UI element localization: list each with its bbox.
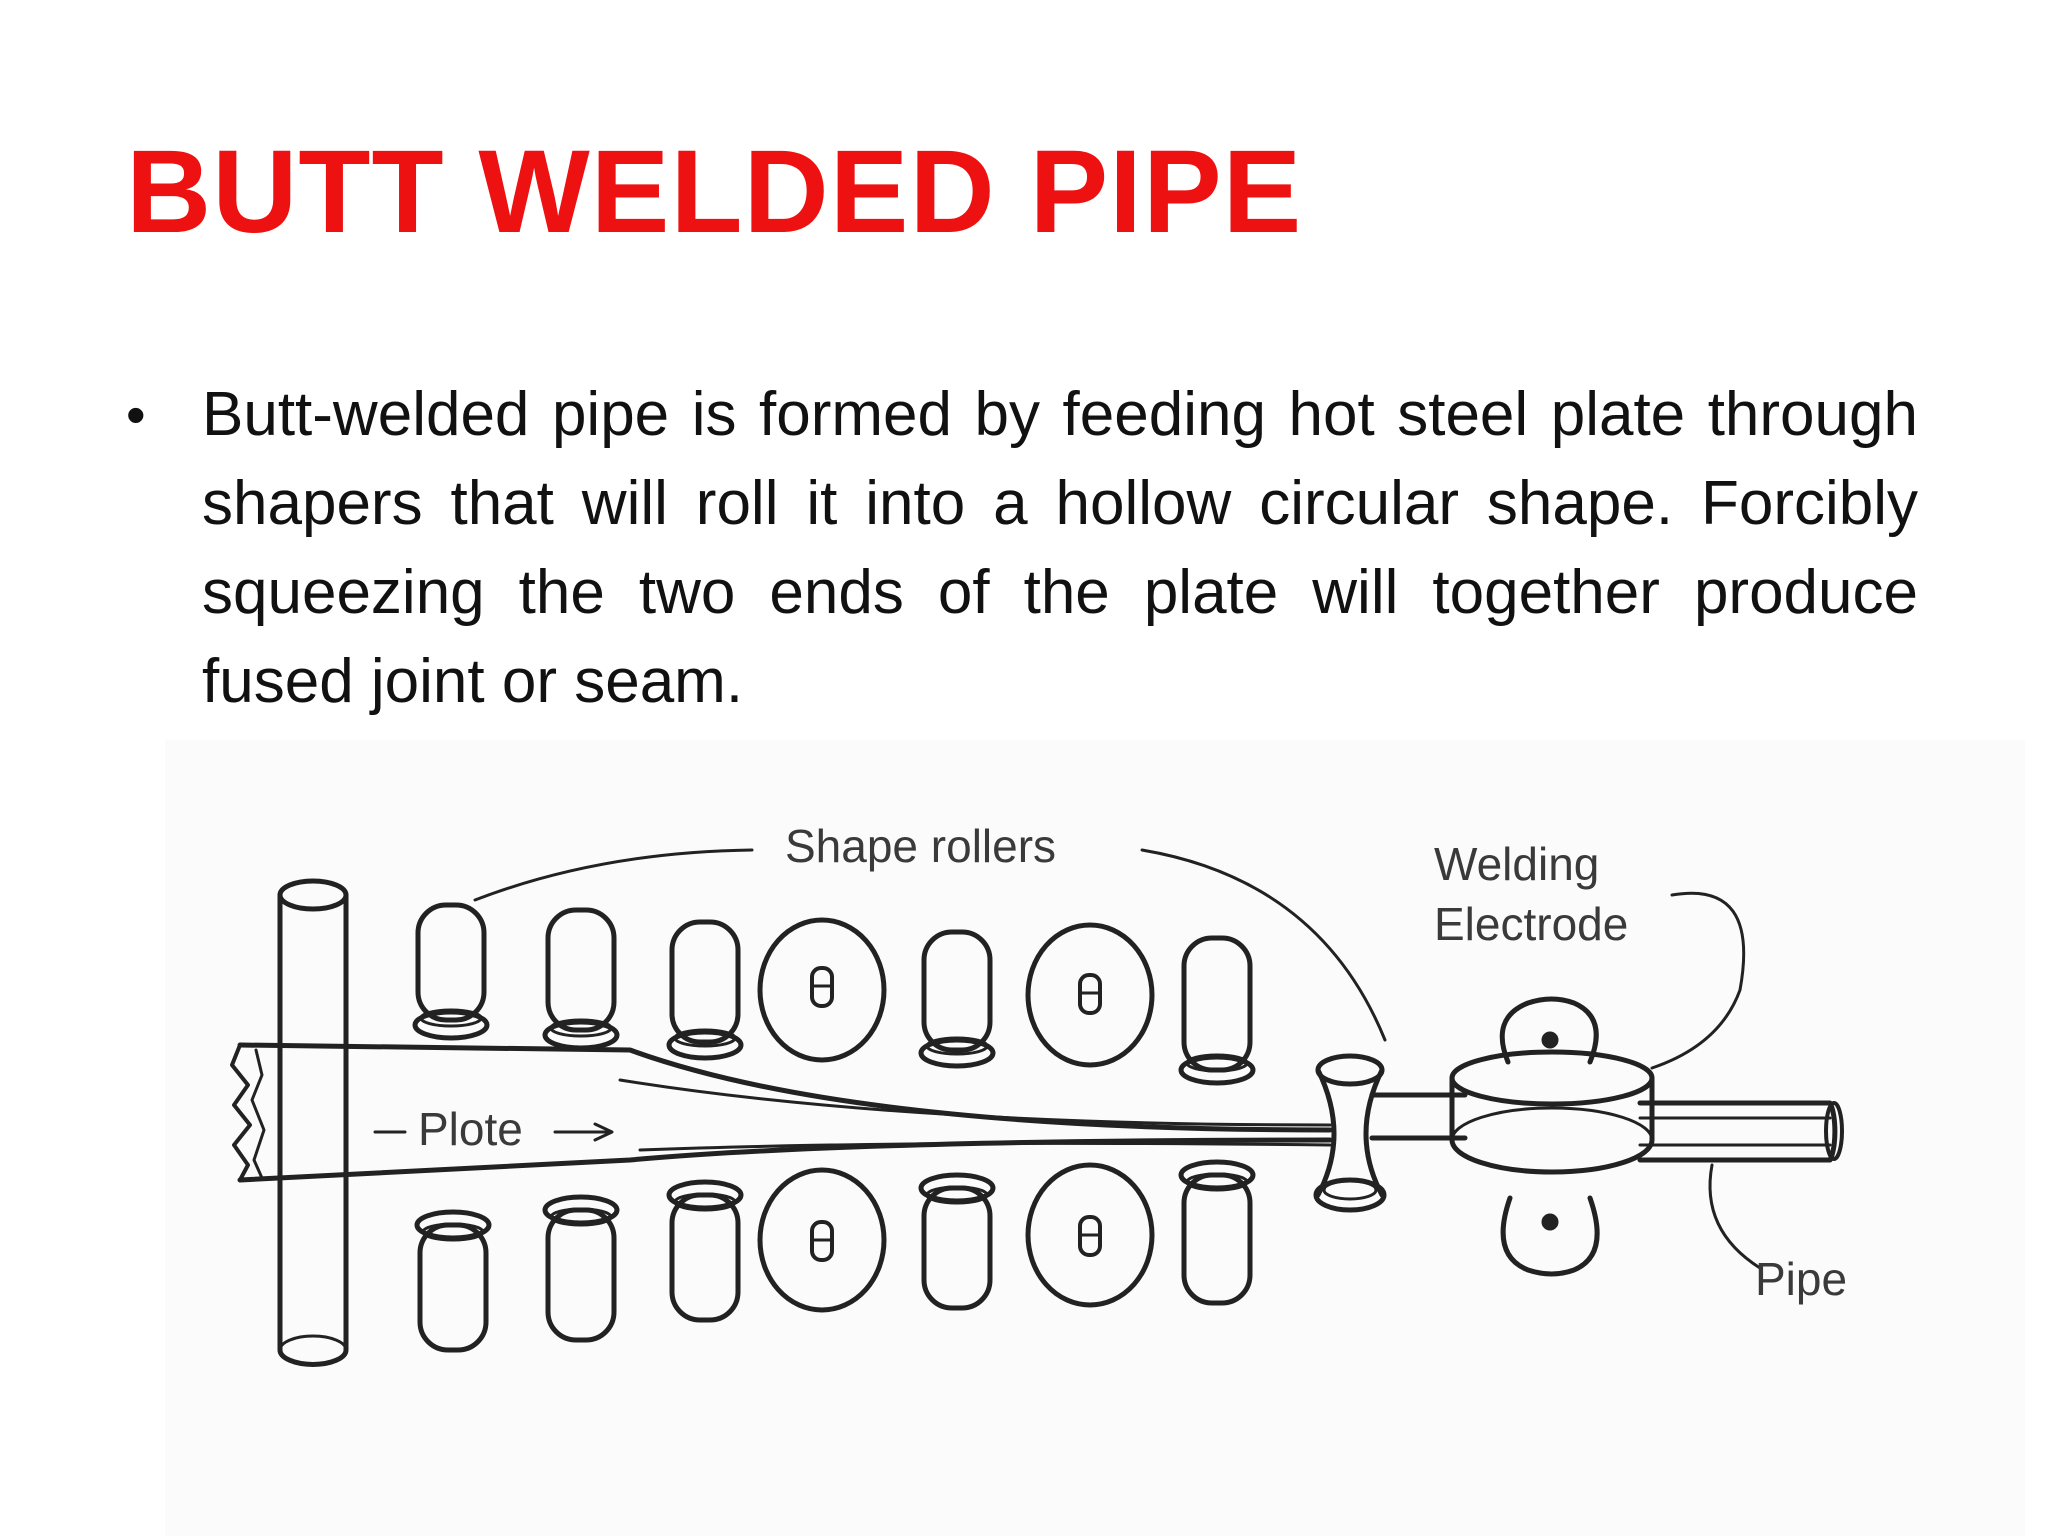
slide-title: BUTT WELDED PIPE xyxy=(126,126,1303,258)
top-roller xyxy=(1178,935,1256,1086)
diagram-background xyxy=(165,740,2025,1536)
plate-outline xyxy=(230,1042,1333,1183)
plate-arrow-right xyxy=(553,1122,614,1142)
electrode-leader xyxy=(1650,891,1746,1070)
bottom-roller xyxy=(414,1209,492,1353)
bottom-roller xyxy=(1178,1159,1256,1306)
welding-electrode xyxy=(1449,996,1655,1277)
pipe-leader xyxy=(1708,1163,1762,1270)
welding-label: Welding xyxy=(1434,838,1599,890)
circular-roller xyxy=(757,1167,887,1313)
bottom-roller xyxy=(918,1172,996,1311)
tall-roller xyxy=(277,878,349,1367)
plate-label: Plote xyxy=(418,1103,523,1155)
top-roller xyxy=(412,902,490,1041)
bullet-text: Butt-welded pipe is formed by feeding ho… xyxy=(202,380,1918,716)
electrode-label: Electrode xyxy=(1434,898,1628,950)
circular-roller xyxy=(1025,1162,1155,1308)
pipe-body xyxy=(1369,1092,1844,1163)
shape-rollers-label: Shape rollers xyxy=(785,820,1056,872)
squeeze-roller xyxy=(1313,1053,1387,1213)
top-roller xyxy=(666,919,744,1061)
bullet-marker: • xyxy=(126,383,146,446)
pipe-label: Pipe xyxy=(1755,1253,1847,1305)
bottom-roller xyxy=(542,1194,620,1343)
rollers-leader-left xyxy=(473,848,754,902)
rollers-leader-right xyxy=(1140,848,1387,1042)
bottom-roller xyxy=(666,1179,744,1323)
circular-roller xyxy=(1025,922,1155,1068)
circular-roller xyxy=(757,917,887,1063)
top-roller xyxy=(542,907,620,1051)
top-roller xyxy=(918,929,996,1069)
